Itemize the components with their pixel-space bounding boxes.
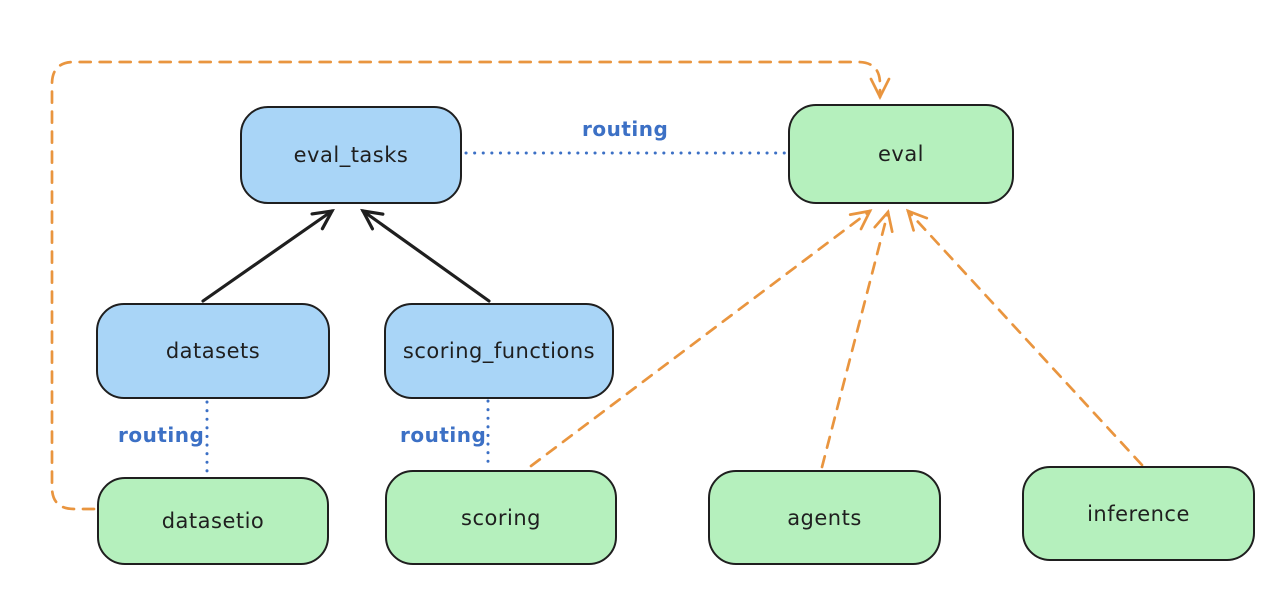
node-inference: inference	[1022, 466, 1255, 561]
node-datasetio-label: datasetio	[161, 509, 265, 533]
routing-label-eval-tasks-eval: routing	[582, 117, 669, 141]
node-scoring-functions-label: scoring_functions	[402, 339, 596, 363]
node-inference-label: inference	[1087, 501, 1190, 526]
edge-agents-to-eval-dashed	[820, 209, 894, 469]
edge-scoring-to-eval-dashed	[529, 209, 873, 468]
routing-label-datasets-datasetio: routing	[118, 423, 205, 447]
routing-label-scoring-functions-scoring: routing	[400, 423, 487, 447]
node-datasetio: datasetio	[97, 477, 329, 565]
node-scoring-functions: scoring_functions	[384, 303, 614, 399]
edge-inference-to-eval-dashed	[905, 208, 1144, 467]
node-eval-tasks: eval_tasks	[240, 106, 462, 204]
node-eval-label: eval	[877, 142, 925, 166]
node-scoring-label: scoring	[461, 505, 541, 530]
edge-scoring-functions-to-eval-tasks	[360, 208, 491, 303]
node-eval: eval	[788, 104, 1014, 204]
node-scoring: scoring	[385, 470, 617, 565]
node-agents: agents	[708, 470, 941, 565]
node-eval-tasks-label: eval_tasks	[293, 143, 409, 167]
node-agents-label: agents	[787, 505, 862, 530]
node-datasets-label: datasets	[165, 339, 261, 363]
edge-datasets-to-eval-tasks	[201, 208, 335, 303]
node-datasets: datasets	[96, 303, 330, 399]
